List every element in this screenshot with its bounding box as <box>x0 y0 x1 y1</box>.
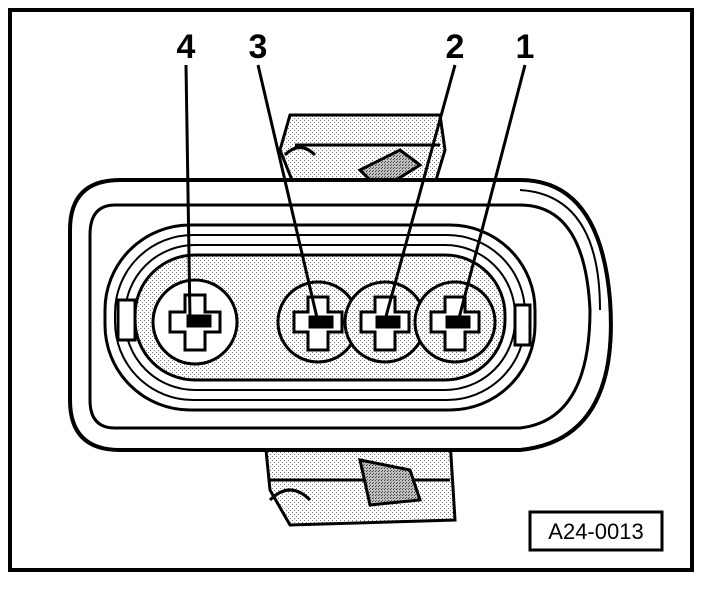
leader-line-1 <box>456 64 527 323</box>
pin-cavities <box>151 278 497 366</box>
pin-1-cavity <box>413 280 497 364</box>
leader-lines <box>184 64 527 323</box>
side-keys <box>116 298 532 347</box>
pin-label-1: 1 <box>516 28 535 66</box>
leader-line-4 <box>184 64 192 321</box>
pin-label-3: 3 <box>249 28 268 66</box>
leader-line-3 <box>256 64 320 323</box>
pin-2-cavity <box>343 280 427 364</box>
bottom-latch <box>263 438 457 527</box>
pin-label-2: 2 <box>446 28 465 66</box>
pin-label-4: 4 <box>177 28 196 66</box>
leader-line-2 <box>383 64 457 321</box>
pin-4-cavity <box>151 278 239 366</box>
reference-code-box <box>528 510 664 552</box>
reference-code: A24-0013 <box>548 519 643 544</box>
